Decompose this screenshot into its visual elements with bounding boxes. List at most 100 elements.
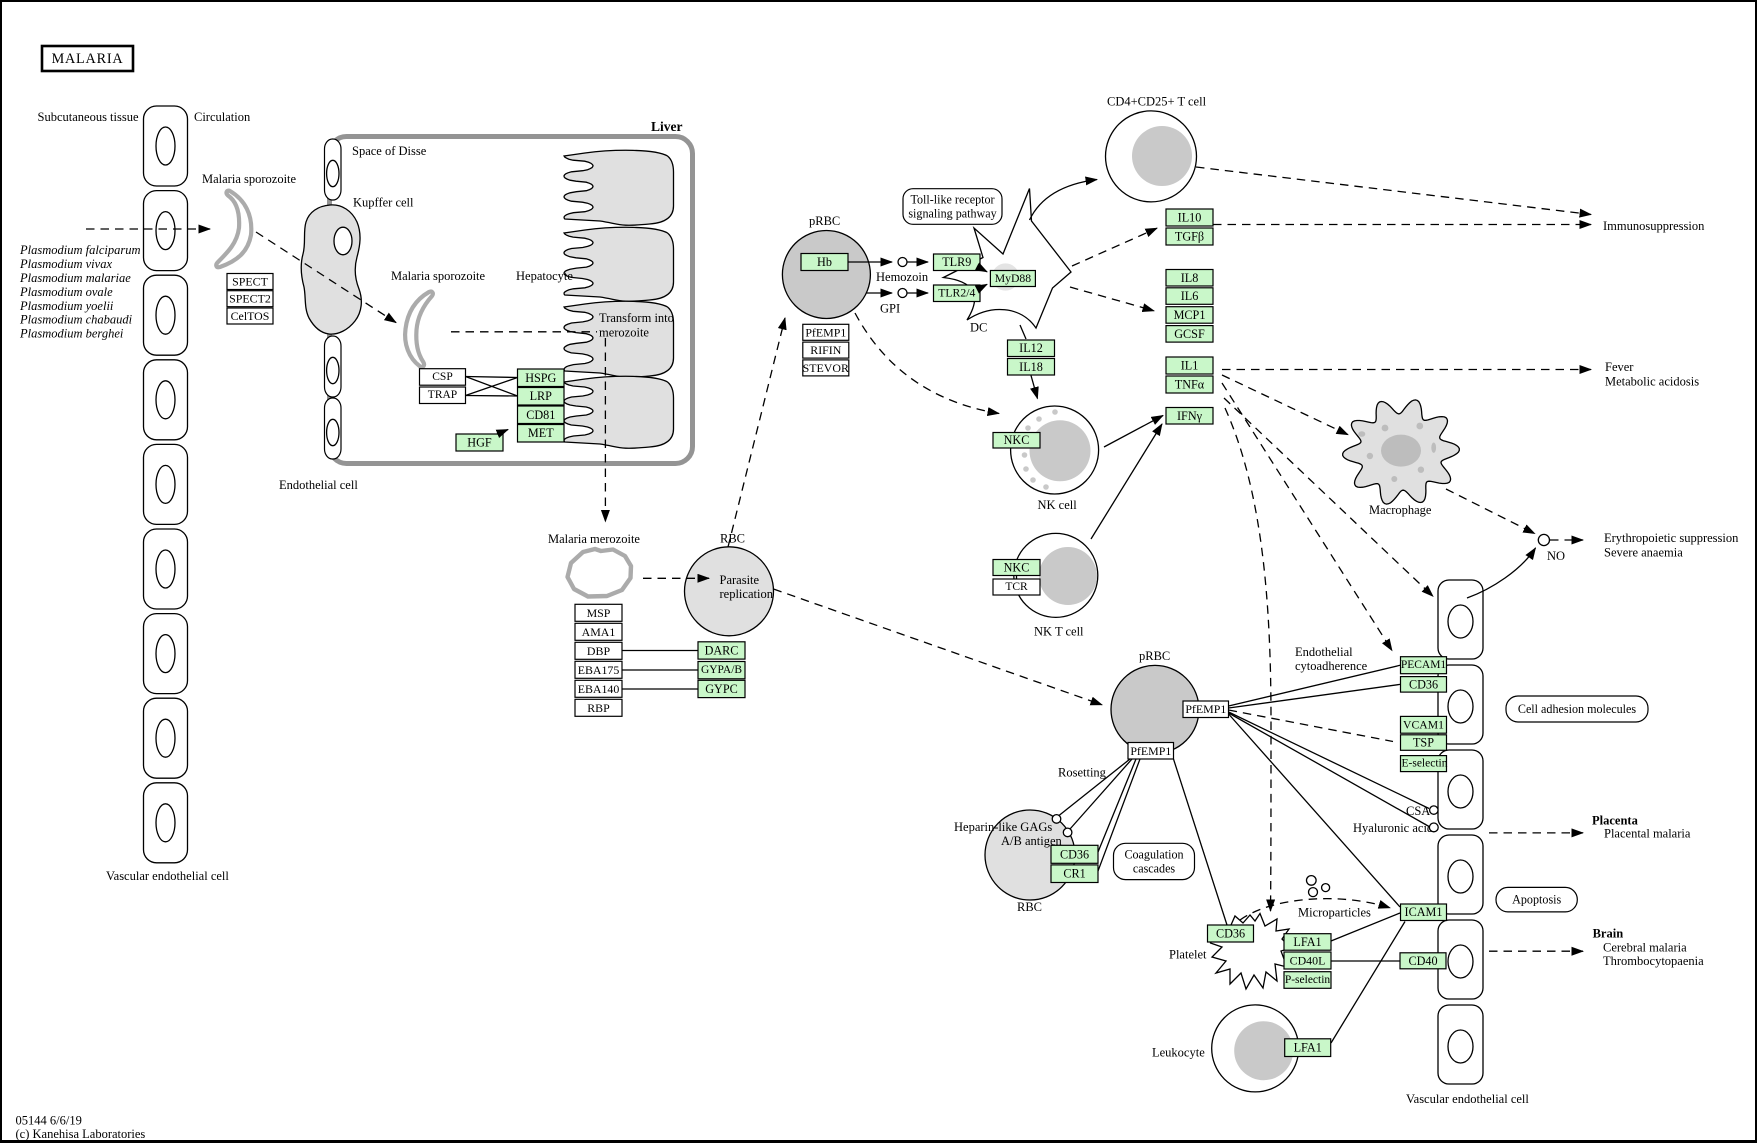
svg-text:CD36: CD36	[1060, 847, 1089, 861]
svg-text:LRP: LRP	[530, 389, 553, 403]
svg-text:SPECT: SPECT	[232, 275, 268, 289]
svg-text:Endothelial: Endothelial	[1295, 645, 1353, 659]
svg-text:Placental malaria: Placental malaria	[1604, 827, 1691, 841]
svg-text:cascades: cascades	[1133, 862, 1176, 876]
svg-text:MSP: MSP	[587, 606, 611, 620]
svg-text:Hemozoin: Hemozoin	[876, 270, 929, 284]
svg-text:MCP1: MCP1	[1174, 308, 1206, 322]
svg-text:CD81: CD81	[526, 408, 555, 422]
svg-text:HGF: HGF	[467, 436, 492, 450]
svg-text:CelTOS: CelTOS	[231, 309, 270, 323]
svg-text:TLR2/4: TLR2/4	[938, 287, 975, 300]
svg-text:DARC: DARC	[705, 643, 739, 657]
svg-text:DC: DC	[970, 321, 987, 335]
svg-text:Plasmodium vivax: Plasmodium vivax	[19, 257, 112, 271]
svg-text:PfEMP1: PfEMP1	[1185, 702, 1226, 716]
svg-text:TGFβ: TGFβ	[1175, 230, 1204, 244]
svg-text:DBP: DBP	[587, 644, 611, 658]
svg-text:Cell adhesion molecules: Cell adhesion molecules	[1518, 702, 1637, 716]
svg-text:CD40: CD40	[1408, 954, 1437, 968]
svg-text:Space of Disse: Space of Disse	[352, 144, 427, 158]
svg-text:Plasmodium falciparum: Plasmodium falciparum	[19, 243, 140, 257]
svg-text:Plasmodium malariae: Plasmodium malariae	[19, 271, 131, 285]
svg-text:LFA1: LFA1	[1293, 935, 1321, 949]
svg-text:Severe anaemia: Severe anaemia	[1604, 546, 1683, 560]
svg-text:pRBC: pRBC	[1139, 649, 1170, 663]
svg-text:Brain: Brain	[1593, 927, 1624, 941]
svg-text:Plasmodium ovale: Plasmodium ovale	[19, 285, 113, 299]
svg-text:SPECT2: SPECT2	[229, 292, 271, 306]
svg-text:Plasmodium berghei: Plasmodium berghei	[19, 327, 124, 341]
svg-text:MyD88: MyD88	[995, 272, 1032, 285]
svg-text:CSP: CSP	[432, 371, 452, 383]
svg-text:Cerebral malaria: Cerebral malaria	[1603, 940, 1687, 954]
svg-text:Parasite: Parasite	[720, 573, 760, 587]
svg-text:Hepatocyte: Hepatocyte	[516, 269, 573, 283]
svg-text:TSP: TSP	[1413, 736, 1434, 750]
svg-text:TCR: TCR	[1005, 581, 1028, 593]
svg-text:Malaria sporozoite: Malaria sporozoite	[391, 269, 486, 283]
svg-text:CD36: CD36	[1409, 677, 1438, 691]
svg-text:Heparin-like GAGs: Heparin-like GAGs	[954, 820, 1052, 834]
svg-text:AMA1: AMA1	[582, 625, 616, 639]
svg-text:Circulation: Circulation	[194, 110, 251, 124]
svg-text:PECAM1: PECAM1	[1401, 659, 1447, 671]
svg-text:ICAM1: ICAM1	[1405, 905, 1443, 919]
svg-text:Kupffer cell: Kupffer cell	[353, 196, 414, 210]
svg-text:IL1: IL1	[1181, 359, 1199, 373]
svg-text:RBP: RBP	[587, 701, 610, 715]
svg-text:EBA175: EBA175	[578, 663, 620, 677]
svg-text:Toll-like receptor: Toll-like receptor	[910, 192, 994, 206]
svg-text:IL12: IL12	[1019, 341, 1043, 355]
svg-text:NO: NO	[1547, 549, 1565, 563]
svg-text:Metabolic acidosis: Metabolic acidosis	[1605, 375, 1699, 389]
svg-text:IL8: IL8	[1181, 271, 1199, 285]
svg-text:Leukocyte: Leukocyte	[1152, 1046, 1205, 1060]
svg-text:NKC: NKC	[1004, 433, 1030, 447]
svg-text:Apoptosis: Apoptosis	[1512, 893, 1561, 907]
svg-text:P-selectin: P-selectin	[1285, 974, 1331, 986]
svg-text:EBA140: EBA140	[578, 682, 620, 696]
svg-text:NK T cell: NK T cell	[1034, 625, 1084, 639]
svg-text:Malaria merozoite: Malaria merozoite	[548, 532, 640, 546]
svg-text:MET: MET	[528, 426, 554, 440]
svg-text:MALARIA: MALARIA	[52, 51, 124, 67]
svg-text:Immunosuppression: Immunosuppression	[1603, 219, 1705, 233]
svg-text:Platelet: Platelet	[1169, 948, 1207, 962]
svg-text:merozoite: merozoite	[599, 326, 649, 340]
svg-text:Vascular endothelial cell: Vascular endothelial cell	[106, 869, 229, 883]
svg-text:Hb: Hb	[817, 255, 832, 269]
svg-text:Placenta: Placenta	[1592, 814, 1639, 828]
svg-text:pRBC: pRBC	[809, 214, 840, 228]
svg-text:CD36: CD36	[1216, 927, 1245, 941]
svg-text:NK cell: NK cell	[1038, 498, 1078, 512]
svg-text:E-selectin: E-selectin	[1402, 758, 1448, 770]
svg-text:A/B antigen: A/B antigen	[1001, 834, 1063, 848]
svg-text:Vascular endothelial cell: Vascular endothelial cell	[1406, 1092, 1529, 1106]
svg-text:replication: replication	[720, 587, 774, 601]
svg-text:PfEMP1: PfEMP1	[1130, 744, 1171, 758]
svg-text:Transform into: Transform into	[599, 311, 674, 325]
svg-text:RIFIN: RIFIN	[810, 343, 841, 357]
svg-text:HSPG: HSPG	[525, 371, 556, 385]
svg-text:TLR9: TLR9	[942, 255, 971, 269]
svg-text:TRAP: TRAP	[428, 389, 457, 401]
svg-text:05144 6/6/19: 05144 6/6/19	[16, 1114, 82, 1128]
svg-text:IFNγ: IFNγ	[1177, 409, 1203, 423]
svg-text:CSA: CSA	[1406, 804, 1430, 818]
svg-text:Thrombocytopaenia: Thrombocytopaenia	[1603, 954, 1704, 968]
svg-text:IL18: IL18	[1019, 360, 1043, 374]
svg-text:Liver: Liver	[651, 119, 683, 134]
svg-text:Microparticles: Microparticles	[1298, 906, 1371, 920]
svg-text:LFA1: LFA1	[1294, 1041, 1322, 1055]
svg-text:Macrophage: Macrophage	[1369, 503, 1432, 517]
svg-text:PfEMP1: PfEMP1	[805, 325, 846, 339]
svg-text:GPI: GPI	[880, 302, 900, 316]
svg-text:Erythropoietic suppression: Erythropoietic suppression	[1604, 531, 1739, 545]
svg-text:Plasmodium yoelii: Plasmodium yoelii	[19, 299, 114, 313]
svg-text:NKC: NKC	[1004, 561, 1030, 575]
svg-text:cytoadherence: cytoadherence	[1295, 659, 1368, 673]
svg-text:Plasmodium chabaudi: Plasmodium chabaudi	[19, 313, 133, 327]
svg-text:Rosetting: Rosetting	[1058, 766, 1107, 780]
svg-text:Coagulation: Coagulation	[1124, 847, 1183, 861]
